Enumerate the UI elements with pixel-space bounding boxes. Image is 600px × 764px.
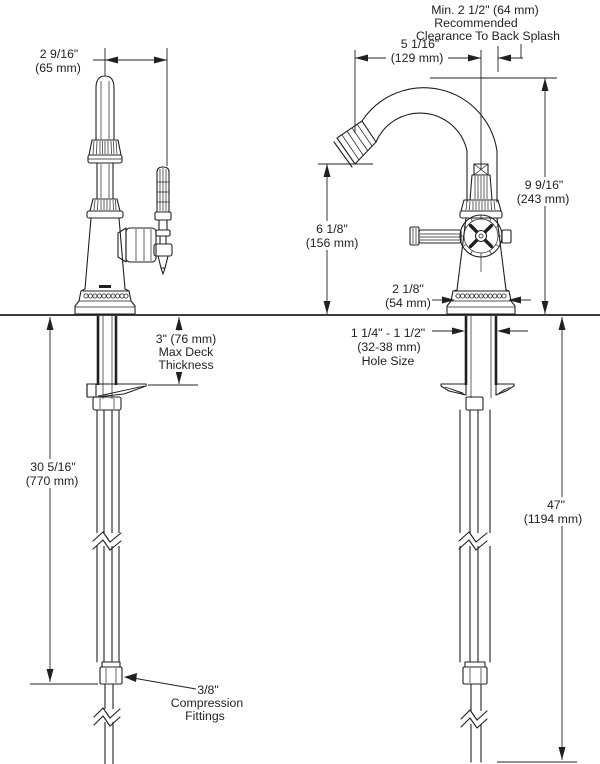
dim-supply-front-mm: (1194 mm) xyxy=(524,512,583,526)
front-spout-outer xyxy=(361,87,498,203)
dim-handle-offset-mm: (65 mm) xyxy=(35,61,81,75)
callout-fittings-size: 3/8" xyxy=(197,683,218,697)
front-base-beads xyxy=(455,293,507,299)
dim-base-width-inches: 2 1/8" xyxy=(392,282,424,296)
side-base-skirt xyxy=(74,288,136,315)
dim-overall-height-mm: (243 mm) xyxy=(517,192,570,206)
front-cross-handle xyxy=(459,214,503,272)
side-base-beads xyxy=(83,293,129,299)
clearance-note-line3: Clearance To Back Splash xyxy=(416,29,560,43)
dimension-text: 2 9/16" (65 mm) 5 1/16" (129 mm) Min. 2 … xyxy=(26,3,583,723)
mounting-nut-front xyxy=(465,396,484,411)
dim-supply-length-side xyxy=(30,317,98,685)
side-handle xyxy=(153,166,173,275)
mounting-bracket-front-left xyxy=(440,383,467,396)
dim-spout-reach xyxy=(354,50,482,170)
dim-deck-thickness-label2: Thickness xyxy=(158,358,213,372)
fitting-flange-front xyxy=(464,661,486,668)
front-handle-lever xyxy=(409,226,512,246)
fitting-flange-side xyxy=(101,661,121,668)
front-spout-nozzle xyxy=(333,120,377,168)
text-backers xyxy=(18,49,593,526)
dim-handle-offset xyxy=(93,48,168,166)
front-view-faucet xyxy=(333,87,516,315)
callout-fittings-word2: Fittings xyxy=(185,709,225,723)
side-body-logo-mark xyxy=(99,285,111,288)
dim-base-width xyxy=(432,296,531,304)
compression-fitting-side xyxy=(99,666,123,685)
mounting-bracket-front-right xyxy=(495,383,515,396)
dim-supply-length-front xyxy=(497,317,577,763)
dim-spout-reach-inches: 5 1/16" xyxy=(401,37,440,51)
dim-hole-size-label: Hole Size xyxy=(362,354,415,368)
dim-overall-height-inches: 9 9/16" xyxy=(525,178,564,192)
compression-fitting-front xyxy=(462,666,488,685)
pipe-break-symbols xyxy=(92,531,492,729)
dim-hole-size-mm: (32-38 mm) xyxy=(357,340,421,354)
dim-supply-side-mm: (770 mm) xyxy=(26,474,79,488)
dim-spout-reach-mm: (129 mm) xyxy=(391,51,444,65)
dim-backsplash-clearance xyxy=(497,44,523,72)
mounting-nut-side xyxy=(92,396,122,411)
dim-deck-thickness-value: 3" (76 mm) xyxy=(156,332,216,346)
dim-base-width-mm: (54 mm) xyxy=(385,296,431,310)
front-base-skirt xyxy=(446,289,516,315)
callout-compression-fittings-leader xyxy=(124,673,197,690)
dimension-lines xyxy=(30,44,577,763)
clearance-note-line2: Recommended xyxy=(434,16,518,30)
dim-outlet-height-mm: (156 mm) xyxy=(306,236,359,250)
dim-hole-size xyxy=(432,327,528,335)
dim-outlet-height-inches: 6 1/8" xyxy=(316,222,348,236)
dim-hole-size-inches: 1 1/4" - 1 1/2" xyxy=(351,326,425,340)
clearance-note-line1: Min. 2 1/2" (64 mm) xyxy=(431,3,539,17)
callout-fittings-word1: Compression xyxy=(171,696,244,710)
dim-handle-offset-inches: 2 9/16" xyxy=(40,47,79,61)
front-spout-inner xyxy=(375,112,468,203)
side-view-faucet xyxy=(74,75,173,315)
side-upper-collar-flutes xyxy=(92,140,118,155)
dim-supply-side-inches: 30 5/16" xyxy=(30,460,75,474)
dim-deck-thickness-label1: Max Deck xyxy=(159,345,215,359)
side-valve-body xyxy=(117,227,157,263)
dim-supply-front-inches: 47" xyxy=(547,498,565,512)
side-spout-tube xyxy=(95,75,115,141)
